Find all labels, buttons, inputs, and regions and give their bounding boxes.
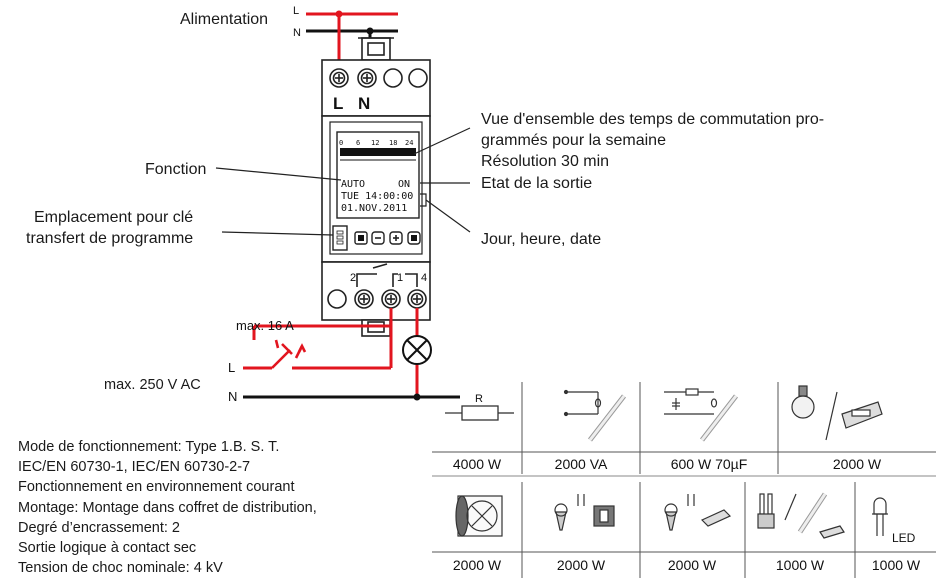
bottom-terminals: [327, 289, 427, 309]
compact-fluorescent-icon: [757, 492, 845, 539]
load-n-label: N: [228, 389, 237, 404]
fluorescent-tube-icon: [563, 389, 626, 442]
led-load-value: 1000 W: [872, 557, 921, 573]
incandescent-halogen-icon: [791, 385, 883, 441]
specifications: Mode de fonctionnement: Type 1.B. S. T. …: [18, 437, 317, 578]
spec-environment: Fonctionnement en environnement courant: [18, 479, 295, 496]
max-current-label: max. 16 A: [236, 318, 294, 333]
key-slot-label-line2: transfert de programme: [26, 230, 193, 247]
compensated-fluorescent-icon: [664, 388, 738, 442]
spec-pollution-degree: Degré d’encrassement: 2: [18, 519, 180, 536]
display-mode: AUTO: [341, 179, 365, 190]
halogen-transformer-icon: [554, 494, 615, 531]
relay-terminal-1: 1: [397, 272, 403, 284]
relay-contact-symbol: [356, 263, 418, 287]
lamp-icon: [402, 335, 432, 365]
incandescent-load-value: 2000 W: [833, 456, 882, 472]
overview-label-line2: grammés pour la semaine: [481, 132, 666, 149]
supply-l-label: L: [293, 5, 299, 17]
resistive-load-value: 4000 W: [453, 456, 502, 472]
scale-18: 18: [389, 139, 397, 147]
fan-motor-icon: [455, 495, 503, 537]
supply-n-label: N: [293, 27, 301, 39]
supply-label: Alimentation: [180, 11, 268, 28]
halogen-electronic-value: 2000 W: [668, 557, 717, 573]
spec-impulse-voltage: Tension de choc nominale: 4 kV: [18, 560, 223, 577]
halogen-transformer-value: 2000 W: [557, 557, 606, 573]
key-slot-label-line1: Emplacement pour clé: [34, 209, 193, 226]
compact-fluorescent-value: 1000 W: [776, 557, 825, 573]
plus-button[interactable]: [389, 231, 403, 245]
motor-load-value: 2000 W: [453, 557, 502, 573]
callout-lines: [215, 127, 471, 236]
spec-output: Sortie logique à contact sec: [18, 540, 197, 557]
relay-terminal-4: 4: [421, 272, 427, 284]
led-icon: [872, 497, 888, 536]
resistor-icon: [445, 405, 514, 421]
circuit-breaker-icon: [271, 339, 307, 369]
led-symbol: LED: [892, 531, 916, 545]
output-state-label: Etat de la sortie: [481, 175, 592, 192]
load-l-label: L: [228, 360, 235, 375]
scale-24: 24: [405, 139, 413, 147]
compensated-fluorescent-value: 600 W 70µF: [671, 456, 748, 472]
display-output-state: ON: [398, 179, 410, 190]
lcd-display: [336, 131, 420, 219]
display-day-time: TUE 14:00:00: [341, 191, 413, 202]
minus-button[interactable]: [371, 231, 385, 245]
spec-standards: IEC/EN 60730-1, IEC/EN 60730-2-7: [18, 459, 251, 476]
load-wiring: [243, 308, 460, 401]
spec-mounting: Montage: Montage dans coffret de distrib…: [18, 499, 317, 516]
load-table: [432, 382, 936, 578]
fluorescent-load-value: 2000 VA: [555, 456, 608, 472]
day-time-date-label: Jour, heure, date: [481, 231, 601, 248]
terminal-l-label: L: [333, 94, 343, 113]
menu-button[interactable]: [354, 231, 368, 245]
spec-operating-mode: Mode de fonctionnement: Type 1.B. S. T.: [18, 439, 280, 455]
scale-6: 6: [356, 139, 360, 147]
halogen-electronic-transformer-icon: [664, 494, 732, 531]
scale-0: 0: [339, 139, 343, 147]
ok-button[interactable]: [407, 231, 421, 245]
max-voltage-label: max. 250 V AC: [104, 377, 201, 393]
scale-12: 12: [371, 139, 379, 147]
display-date: 01.NOV.2011: [341, 203, 407, 214]
resolution-label: Résolution 30 min: [481, 153, 609, 170]
top-terminals: [329, 68, 428, 88]
relay-terminal-2: 2: [350, 272, 356, 284]
overview-label-line1: Vue d'ensemble des temps de commutation …: [481, 111, 824, 128]
function-label: Fonction: [145, 161, 206, 178]
resistor-symbol: R: [475, 393, 483, 405]
terminal-n-label: N: [358, 94, 370, 113]
control-buttons: [332, 225, 421, 251]
